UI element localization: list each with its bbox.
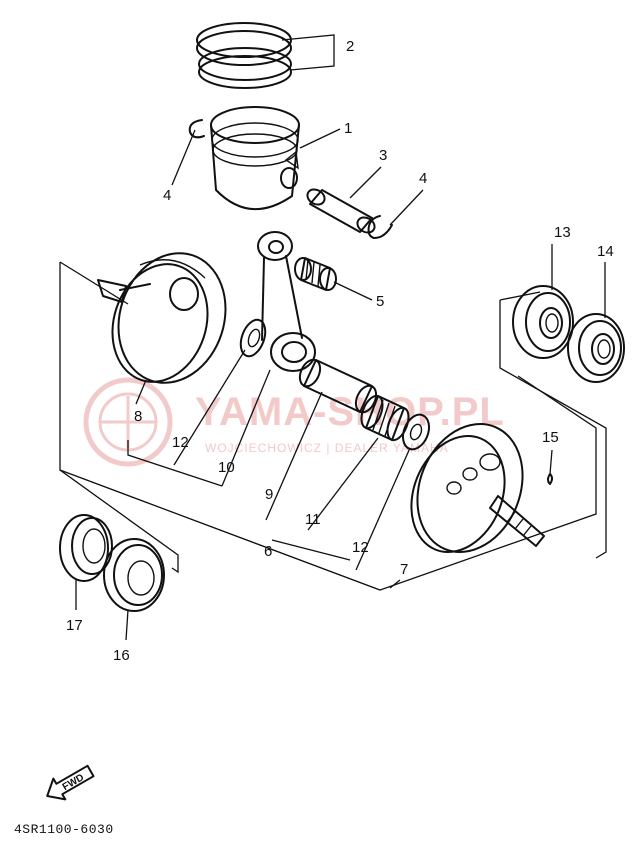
watermark-brand: YAMA-SHOP.PL [195, 390, 505, 434]
callout-4b: 4 [419, 170, 427, 187]
callout-17: 17 [66, 617, 83, 634]
reference-code: 4SR1100-6030 [14, 822, 114, 837]
callout-numbers: 1 2 3 4 4 5 6 7 8 9 10 11 12 12 13 14 15… [66, 38, 614, 664]
callout-6: 6 [264, 543, 272, 560]
crankshaft-left-half [97, 252, 227, 384]
circlips [188, 119, 393, 239]
callout-15: 15 [542, 429, 559, 446]
piston [210, 106, 300, 210]
assembly-brackets [59, 261, 607, 591]
bearing-16 [103, 538, 165, 612]
crankshaft-bearing-14 [567, 313, 625, 383]
callout-11: 11 [305, 511, 321, 528]
callout-7: 7 [400, 561, 408, 578]
piston-rings [196, 22, 292, 89]
callout-14: 14 [597, 243, 614, 260]
crank-pin [298, 358, 378, 414]
callout-10: 10 [218, 459, 235, 476]
callout-12b: 12 [352, 539, 369, 556]
callout-4a: 4 [163, 187, 171, 204]
piston-pin [306, 188, 376, 234]
callout-13: 13 [554, 224, 571, 241]
fwd-arrow-icon: FWD [46, 764, 95, 801]
callout-12a: 12 [172, 434, 189, 451]
callout-5: 5 [376, 293, 384, 310]
callout-3: 3 [379, 147, 387, 164]
callout-16: 16 [113, 647, 130, 664]
callout-1: 1 [344, 120, 352, 137]
connecting-rod [257, 231, 316, 372]
big-end-bearing [360, 394, 410, 442]
leader-lines [75, 34, 606, 641]
callout-9: 9 [265, 486, 273, 503]
oil-seal [59, 514, 113, 582]
watermark-subtitle: WOJCIECHOWICZ | DEALER YAMAHA [205, 441, 449, 455]
crankshaft-bearing-13 [512, 285, 574, 359]
crankshaft-right-half [410, 423, 545, 554]
woodruff-key [547, 473, 553, 485]
fwd-label: FWD [61, 772, 86, 793]
callout-8: 8 [134, 408, 142, 425]
callout-2: 2 [346, 38, 354, 55]
small-end-bearing [294, 257, 337, 291]
